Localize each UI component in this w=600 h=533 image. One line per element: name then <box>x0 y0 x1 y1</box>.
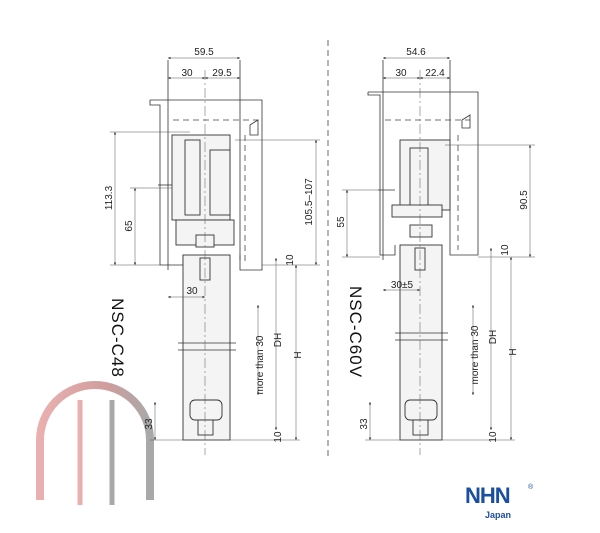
watermark-logo <box>25 381 165 505</box>
registered-mark: ® <box>528 483 534 491</box>
dim-dh: DH <box>273 333 284 347</box>
left-drawing <box>110 56 320 455</box>
dim-29.5: 29.5 <box>212 68 232 79</box>
dim-gap-top: 10 <box>285 254 296 266</box>
brand-name: NHN <box>465 483 510 508</box>
dim-30: 30 <box>395 68 407 79</box>
dim-55: 55 <box>336 216 347 228</box>
dim-90.5: 90.5 <box>519 190 530 210</box>
model-label-nsc-c48: NSC-C48 <box>108 298 127 378</box>
dim-65: 65 <box>124 220 135 232</box>
country-label: Japan <box>485 510 511 520</box>
dim-gap-bottom: 10 <box>273 431 284 443</box>
dim-113.3: 113.3 <box>104 185 115 210</box>
dim-dh: DH <box>488 330 499 344</box>
dim-offset: 30 <box>186 286 198 297</box>
dim-33: 33 <box>144 418 155 430</box>
nhn-logo: NHN ® Japan <box>465 483 534 520</box>
dim-clearance: more than 30 <box>470 325 481 384</box>
dim-33: 33 <box>359 418 370 430</box>
dim-offset: 30±5 <box>391 280 414 291</box>
dim-59.5: 59.5 <box>194 47 214 58</box>
dim-h: H <box>508 348 519 355</box>
dim-gap-bottom: 10 <box>488 431 499 443</box>
dim-clearance: more than 30 <box>255 335 266 394</box>
dim-rail-height: 105.5–107 <box>304 178 315 226</box>
dim-h: H <box>293 351 304 358</box>
dim-gap-top: 10 <box>500 244 511 256</box>
dim-22.4: 22.4 <box>425 68 445 79</box>
right-drawing <box>342 56 535 455</box>
dim-54.6: 54.6 <box>406 47 426 58</box>
model-label-nsc-c60v: NSC-C60V <box>346 286 365 378</box>
dim-30: 30 <box>181 68 193 79</box>
